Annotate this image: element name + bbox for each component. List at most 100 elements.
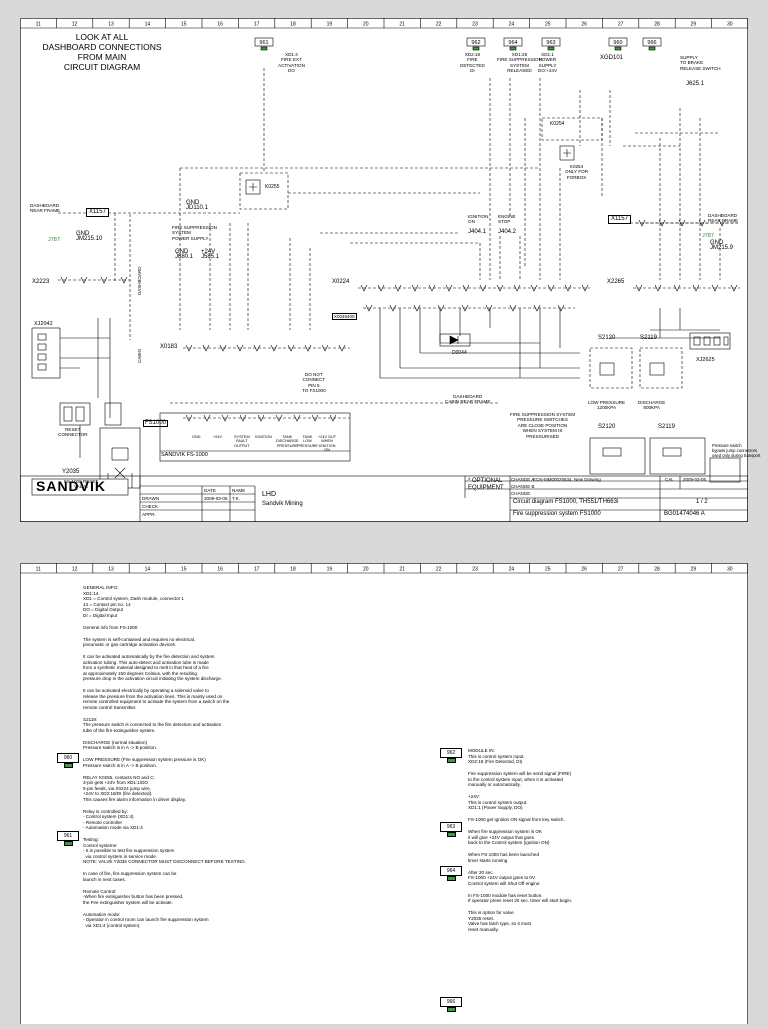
low-pressure-label: LOW PRESSURE 1200KPA: [588, 400, 626, 411]
grid-column-number: 11: [36, 22, 41, 28]
drawing-title: Circuit diagram FS1000, TH551/TH663i: [513, 499, 619, 505]
reference-box: [254, 37, 274, 47]
connector-pin: [321, 344, 329, 352]
x0049-label: X0049400: [332, 313, 357, 321]
cal-date: 2009-03-05: [683, 477, 707, 482]
connector-pin: [513, 284, 521, 292]
connector-pin: [377, 284, 385, 292]
connector-pin: [411, 284, 419, 292]
grid-column-number: 23: [472, 22, 478, 28]
connector-pin: [638, 219, 646, 227]
grid-column-number: 12: [72, 567, 78, 573]
connector-pin: [533, 304, 541, 312]
reference-id: 966: [647, 40, 656, 46]
relay-k0255: K0255: [180, 68, 540, 210]
connector-pin: [485, 304, 493, 312]
connector-pin: [275, 414, 283, 422]
grid-column-number: 17: [254, 22, 260, 28]
fs1000-pin-label: IGNITION: [255, 435, 272, 439]
connector-pin: [479, 284, 487, 292]
note-paragraph: Fire suppression system will be send sig…: [468, 771, 572, 787]
heading-line: LOOK AT ALL: [76, 32, 129, 42]
y2035-label: Y2035: [62, 469, 80, 475]
ref-box-964: 964: [440, 866, 462, 881]
ref-box-961: 961: [57, 831, 79, 846]
wiring: [58, 78, 740, 404]
connector-pin: [635, 284, 643, 292]
reference-box: [503, 37, 523, 47]
fs1000-module: [159, 412, 351, 462]
connector-pin: [338, 344, 346, 352]
j404-1-label: J404.1: [468, 229, 487, 235]
left-notes-column: GENERAL INFO: XD1:14 XD1 = Control syste…: [83, 585, 383, 935]
x1157-label: X1157: [608, 215, 631, 225]
connector-pin: [185, 414, 193, 422]
note-paragraph: This is option for valve Y2035 reset. Va…: [468, 910, 531, 932]
connector-pin: [239, 414, 247, 422]
j404-2-label: J404.2: [498, 229, 517, 235]
connector-pin: [120, 276, 128, 284]
title-block: [19, 475, 749, 523]
grid-column-number: 18: [290, 567, 296, 573]
connector-pin: [413, 304, 421, 312]
note-paragraph: After 20 sec. FS-1000 +24V output goes t…: [468, 869, 541, 886]
connector-pin: [365, 304, 373, 312]
dashboard-side-label: DASHBOARD: [137, 266, 142, 295]
lhd-label: LHD: [262, 491, 277, 498]
dash-rear-label: DASHBOARD REAR FRAME: [708, 213, 739, 224]
x1157-label: X1157: [86, 208, 109, 218]
grid-column-number: 28: [654, 567, 660, 573]
drawn-label: DRAWN: [142, 496, 160, 501]
reference-marker: [472, 46, 480, 51]
heading-line: FROM MAIN: [78, 52, 127, 62]
pressure-switch-note: FIRE SUPPRESSION SYSTEM PRESSURE SWITCHE…: [510, 412, 576, 439]
ref-964-desc: XD1:28 FIRE SUPPRESSION SYSTEM RELEASED: [497, 52, 542, 74]
fs1000-pin-label: TANK DISCHARGE PRESSURE: [276, 435, 299, 448]
j585-label: +24V J585.1: [201, 249, 220, 261]
page-number: 1 / 2: [696, 499, 708, 505]
connector-pin: [428, 284, 436, 292]
discharge-label: DISCHARGE 800KPA: [638, 400, 666, 411]
grid-column-number: 23: [472, 567, 478, 573]
grid-column-number: 25: [545, 22, 551, 28]
connector-pin: [293, 414, 301, 422]
note-paragraph: +24V: This is control system output. XD1…: [468, 794, 528, 810]
connector-pin: [711, 284, 719, 292]
note-paragraph: When fire suppression system is OK it wi…: [468, 829, 550, 845]
connector-pin: [203, 414, 211, 422]
drawn-name: T.K.: [232, 496, 240, 501]
approved-label: APPR.: [142, 512, 156, 517]
ref-963-desc: XD1:1 POWER SUPPLY DO:+24V: [538, 52, 558, 74]
x0183-label: X0183: [160, 344, 178, 350]
jm215-9-label: GND JM215.9: [710, 240, 734, 252]
note-paragraph: It can be activated electrically by oper…: [83, 688, 230, 710]
ref-box-962: 962: [440, 748, 462, 763]
connector-pin: [547, 284, 555, 292]
connector-pin: [60, 276, 68, 284]
connector-pin: [678, 219, 686, 227]
right-notes-column: MODULE IN: This is control system input.…: [468, 748, 728, 939]
grid-column-number: 12: [72, 22, 78, 28]
reference-marker: [614, 46, 622, 51]
s2120-label: S2120: [598, 424, 616, 430]
optional-equipment-note: * OPTIONAL EQUIPMENT: [468, 478, 504, 491]
grid-column-number: 13: [108, 22, 114, 28]
j680-label: GND J680.1: [175, 249, 194, 261]
connector-pin: [581, 284, 589, 292]
s2119-label: S2119: [640, 335, 657, 341]
supply-label: SUPPLY TO BRAKE RELEASE SWITCH: [680, 55, 721, 71]
note-paragraph: DISCHARGE (normal situation) Pressure sw…: [83, 739, 157, 751]
note-paragraph: RELAY K0255, contacts NO and C: 3-pin ge…: [83, 774, 187, 802]
grid-column-number: 16: [217, 22, 223, 28]
connector-pin: [557, 304, 565, 312]
connector-pin: [730, 284, 738, 292]
reference-box: [642, 37, 662, 47]
note-paragraph: MODULE IN: This is control system input.…: [468, 748, 525, 764]
grid-column-number: 16: [217, 567, 223, 573]
grid-column-number: 27: [618, 567, 624, 573]
k0254-note: K0254 ONLY FOR FORBOX: [565, 164, 589, 180]
heading-line: CIRCUIT DIAGRAM: [64, 62, 140, 72]
reference-marker: [547, 46, 555, 51]
